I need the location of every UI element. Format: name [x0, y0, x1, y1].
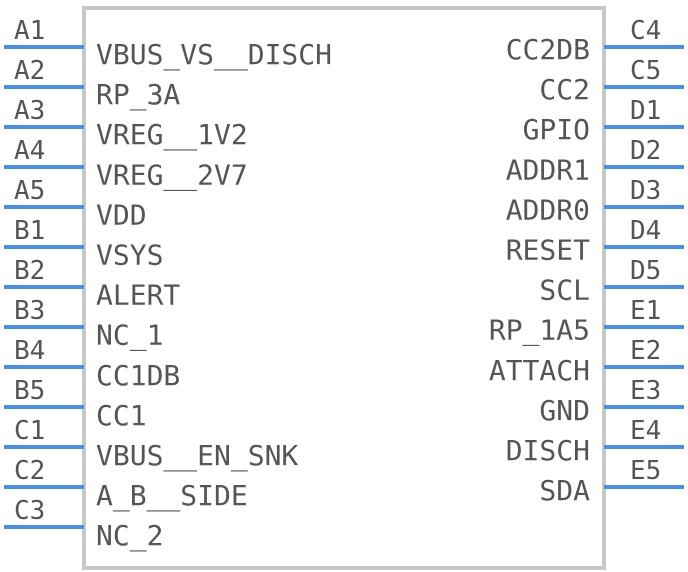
pin-number: B4: [14, 336, 45, 366]
left-pin-group: A1VBUS_VS__DISCHA2RP_3AA3VREG__1V2A4VREG…: [4, 16, 332, 553]
pin-name: CC2: [539, 73, 590, 106]
pin-name: SDA: [539, 474, 590, 507]
pin-number: C5: [630, 56, 661, 86]
pin-name: GND: [539, 394, 590, 427]
pin-name: NC_1: [96, 319, 163, 353]
pin-name: VREG__1V2: [96, 118, 248, 152]
pin-name: VREG__2V7: [96, 158, 248, 192]
right-pin-group: C4CC2DBC5CC2D1GPIOD2ADDR1D3ADDR0D4RESETD…: [489, 16, 684, 507]
pin-number: C1: [14, 416, 45, 446]
pin-name: GPIO: [523, 113, 590, 146]
pin-number: E1: [630, 296, 661, 326]
pin-number: D1: [630, 96, 661, 126]
pin-name: CC2DB: [506, 33, 590, 66]
pin-name: VBUS__EN_SNK: [96, 439, 298, 473]
pin-number: E2: [630, 336, 661, 366]
pin-name: DISCH: [506, 434, 590, 467]
pin-number: B3: [14, 296, 45, 326]
pin-number: E3: [630, 376, 661, 406]
pin-number: B2: [14, 256, 45, 286]
pin-name: ALERT: [96, 279, 180, 312]
pin-number: A3: [14, 96, 45, 126]
pin-number: A1: [14, 16, 45, 46]
pin-name: ADDR1: [506, 153, 590, 186]
pin-number: C3: [14, 496, 45, 526]
pin-number: B5: [14, 376, 45, 406]
pin-name: VDD: [96, 198, 147, 231]
left-pin: C2A_B__SIDE: [4, 456, 248, 513]
pin-name: RP_1A5: [489, 314, 590, 348]
pin-name: VBUS_VS__DISCH: [96, 38, 332, 72]
pin-number: E4: [630, 416, 661, 446]
pin-number: D3: [630, 176, 661, 206]
pin-number: A5: [14, 176, 45, 206]
pin-name: RP_3A: [96, 78, 180, 112]
pin-number: D5: [630, 256, 661, 286]
pin-number: C2: [14, 456, 45, 486]
pin-name: VSYS: [96, 239, 163, 272]
pin-name: CC1DB: [96, 359, 180, 392]
pin-number: C4: [630, 16, 661, 46]
pin-number: D2: [630, 136, 661, 166]
pin-number: D4: [630, 216, 661, 246]
pin-number: A4: [14, 136, 45, 166]
pin-name: A_B__SIDE: [96, 479, 248, 513]
pin-name: CC1: [96, 399, 147, 432]
pin-number: E5: [630, 456, 661, 486]
pin-name: RESET: [506, 234, 590, 267]
pin-name: ADDR0: [506, 193, 590, 226]
pin-number: A2: [14, 56, 45, 86]
pin-name: SCL: [539, 274, 590, 307]
pin-number: B1: [14, 216, 45, 246]
pin-name: ATTACH: [489, 354, 590, 387]
pin-name: NC_2: [96, 519, 163, 553]
